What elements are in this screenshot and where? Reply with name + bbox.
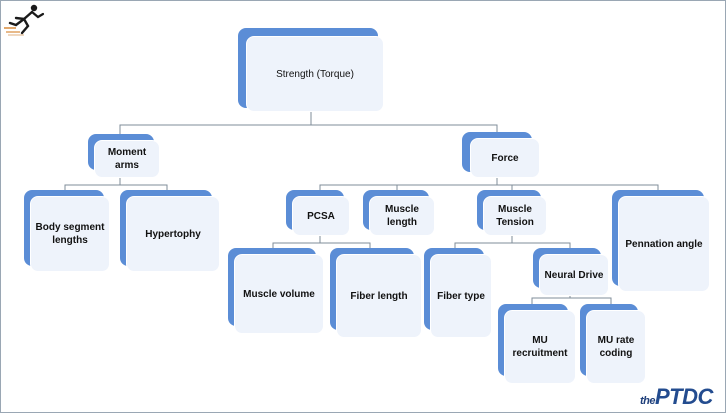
node-fiber-length: Fiber length bbox=[330, 248, 422, 338]
node-fiber-type-label: Fiber type bbox=[430, 254, 492, 338]
edge-force-muscle-length bbox=[396, 184, 497, 192]
node-pcsa-label: PCSA bbox=[292, 196, 350, 236]
runner-icon bbox=[4, 4, 45, 36]
node-muscle-volume: Muscle volume bbox=[228, 248, 324, 334]
node-mu-recruitment: MU recruitment bbox=[498, 304, 576, 384]
node-neural-drive: Neural Drive bbox=[533, 248, 609, 296]
node-fiber-type: Fiber type bbox=[424, 248, 492, 338]
node-moment-arms-label: Moment arms bbox=[94, 140, 160, 178]
logo-the-text: the bbox=[640, 395, 656, 407]
node-mu-recruitment-label: MU recruitment bbox=[504, 310, 576, 384]
edge-moment-arms-hypertophy bbox=[120, 184, 168, 192]
node-pennation-angle-label: Pennation angle bbox=[618, 196, 710, 292]
node-muscle-length-label: Muscle length bbox=[369, 196, 435, 236]
node-mu-rate-coding-label: MU rate coding bbox=[586, 310, 646, 384]
edge-neural-drive-mu-rate-coding bbox=[570, 297, 612, 306]
node-muscle-volume-label: Muscle volume bbox=[234, 254, 324, 334]
node-body-segment-lengths: Body segment lengths bbox=[24, 190, 112, 274]
node-strength: Strength (Torque) bbox=[238, 28, 388, 118]
edge-pcsa-muscle-volume bbox=[272, 232, 321, 250]
edge-strength-moment-arms bbox=[119, 111, 312, 136]
node-muscle-tension-label: Muscle Tension bbox=[483, 196, 547, 236]
node-mu-rate-coding: MU rate coding bbox=[580, 304, 646, 384]
node-hypertophy-label: Hypertophy bbox=[126, 196, 220, 272]
node-force-label: Force bbox=[470, 138, 540, 178]
node-hypertophy: Hypertophy bbox=[120, 190, 222, 274]
node-pcsa: PCSA bbox=[286, 190, 352, 238]
edge-pcsa-fiber-length bbox=[320, 242, 371, 250]
edge-muscle-tension-fiber-type bbox=[454, 232, 513, 250]
node-neural-drive-label: Neural Drive bbox=[539, 254, 609, 296]
ptdc-logo: thePTDC bbox=[640, 384, 724, 410]
node-muscle-length: Muscle length bbox=[363, 190, 437, 238]
edge-moment-arms-body-segment-lengths bbox=[64, 172, 121, 192]
node-force: Force bbox=[462, 132, 542, 178]
edge-force-pennation-angle bbox=[497, 184, 659, 192]
node-fiber-length-label: Fiber length bbox=[336, 254, 422, 338]
node-moment-arms: Moment arms bbox=[88, 134, 162, 178]
node-muscle-tension: Muscle Tension bbox=[477, 190, 549, 238]
node-body-segment-lengths-label: Body segment lengths bbox=[30, 196, 110, 272]
node-pennation-angle: Pennation angle bbox=[612, 190, 712, 294]
logo-ptdc-text: PTDC bbox=[655, 384, 713, 409]
node-strength-label: Strength (Torque) bbox=[246, 36, 384, 112]
edge-muscle-tension-neural-drive bbox=[512, 242, 571, 250]
